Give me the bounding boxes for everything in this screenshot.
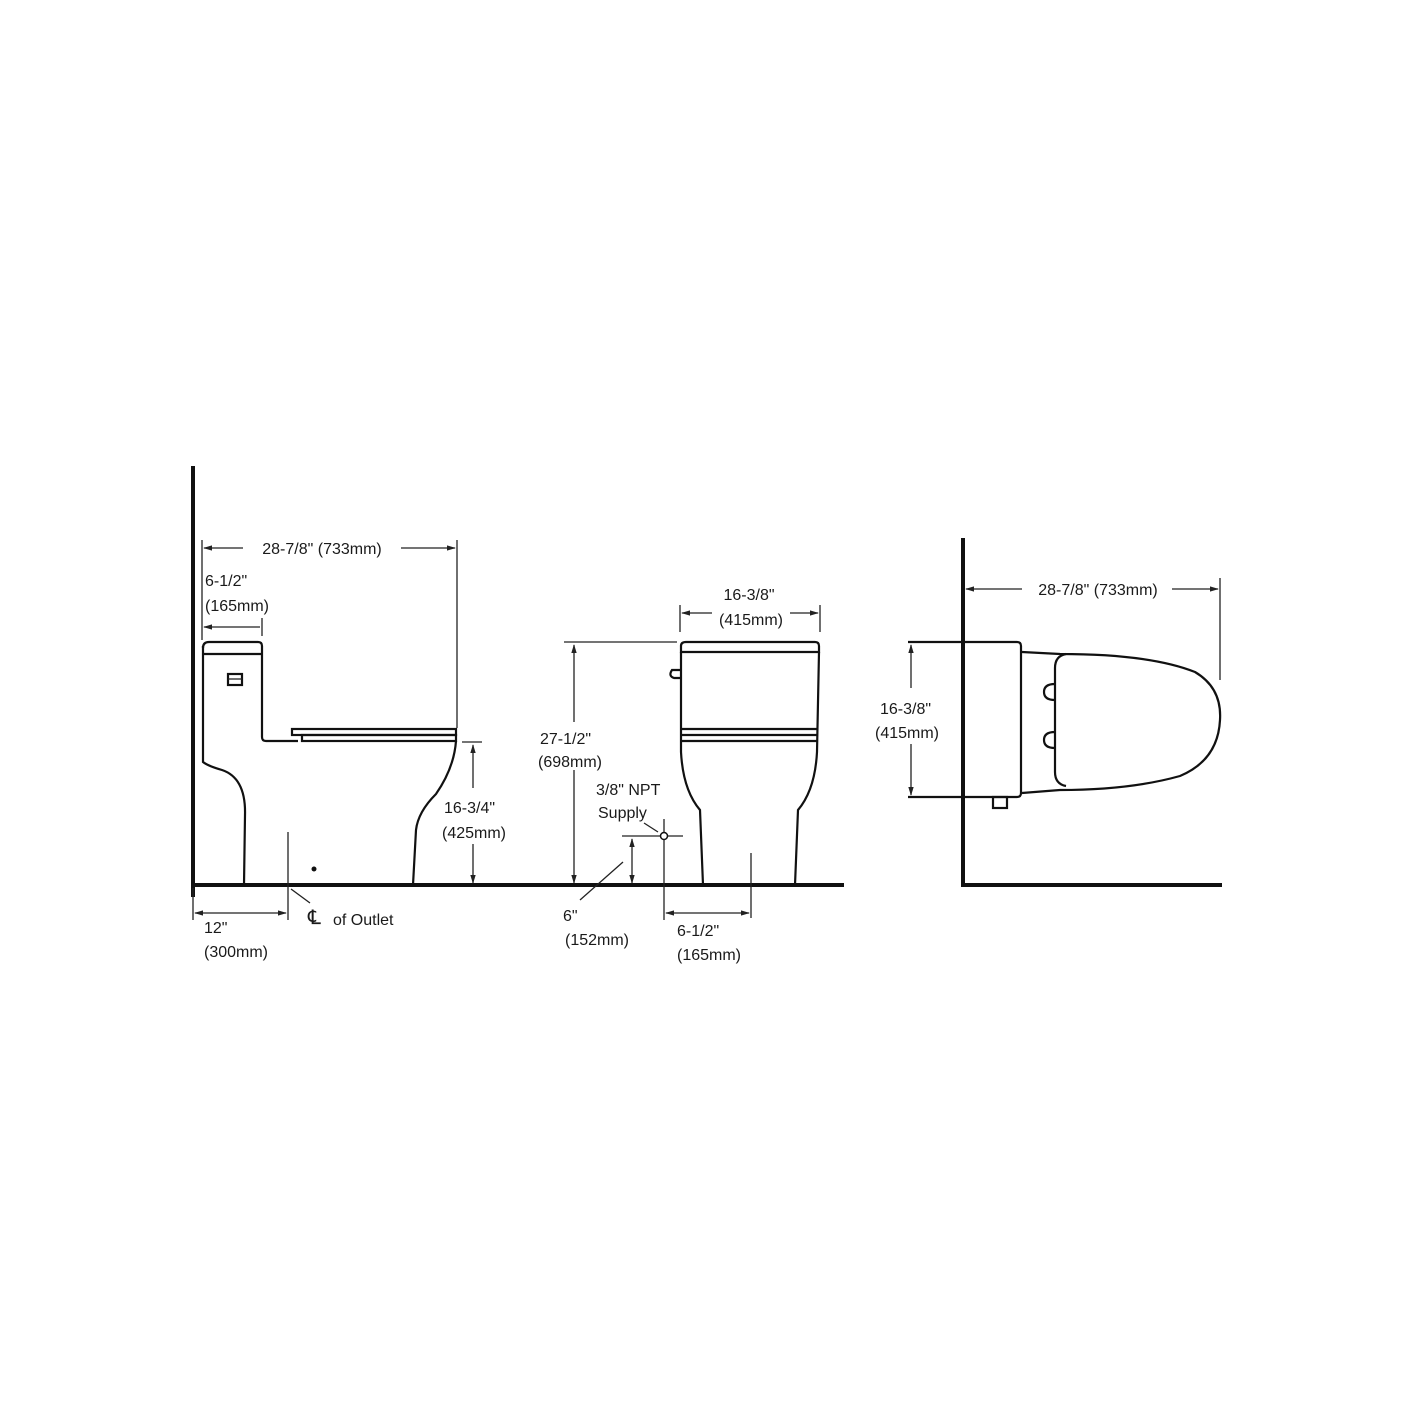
flush-lever-icon [669,668,680,680]
supply-offset-mm-label: (165mm) [677,947,741,964]
tank-depth-mm-label: (165mm) [205,598,269,615]
front-width-mm-label: (415mm) [719,612,783,629]
toilet-top-outline [908,640,1222,810]
supply-label-line1: 3/8" NPT [596,782,661,799]
front-height-mm-label: (698mm) [538,754,602,771]
side-length-label: 28-7/8" (733mm) [262,541,382,558]
side-view: 28-7/8" (733mm) 6-1/2" (165mm) 16-3/4" (… [191,466,844,961]
toilet-side-outline [201,640,458,920]
supply-label-line2: Supply [598,805,647,822]
centerline-icon: ℄ [307,907,321,929]
supply-offset-in-label: 6-1/2" [677,923,719,940]
toilet-front-outline [669,640,821,918]
supply-height-in-label: 6" [563,908,578,925]
seat-height-in-label: 16-3/4" [444,800,495,817]
rough-in-mm-label: (300mm) [204,944,268,961]
front-view: 16-3/8" (415mm) 27-1/2" (698mm) 3/8" NPT… [538,587,821,964]
supply-point-icon [659,831,669,841]
supply-height-mm-label: (152mm) [565,932,629,949]
tank-depth-in-label: 6-1/2" [205,573,247,590]
front-width-in-label: 16-3/8" [723,587,774,604]
top-width-in-label: 16-3/8" [880,701,931,718]
top-width-mm-label: (415mm) [875,725,939,742]
front-height-in-label: 27-1/2" [540,731,591,748]
seat-height-mm-label: (425mm) [442,825,506,842]
top-view: 28-7/8" (733mm) 16-3/8" (415mm) [875,538,1222,887]
top-length-label: 28-7/8" (733mm) [1038,582,1158,599]
rough-in-in-label: 12" [204,920,227,937]
centerline-label: of Outlet [333,912,394,929]
